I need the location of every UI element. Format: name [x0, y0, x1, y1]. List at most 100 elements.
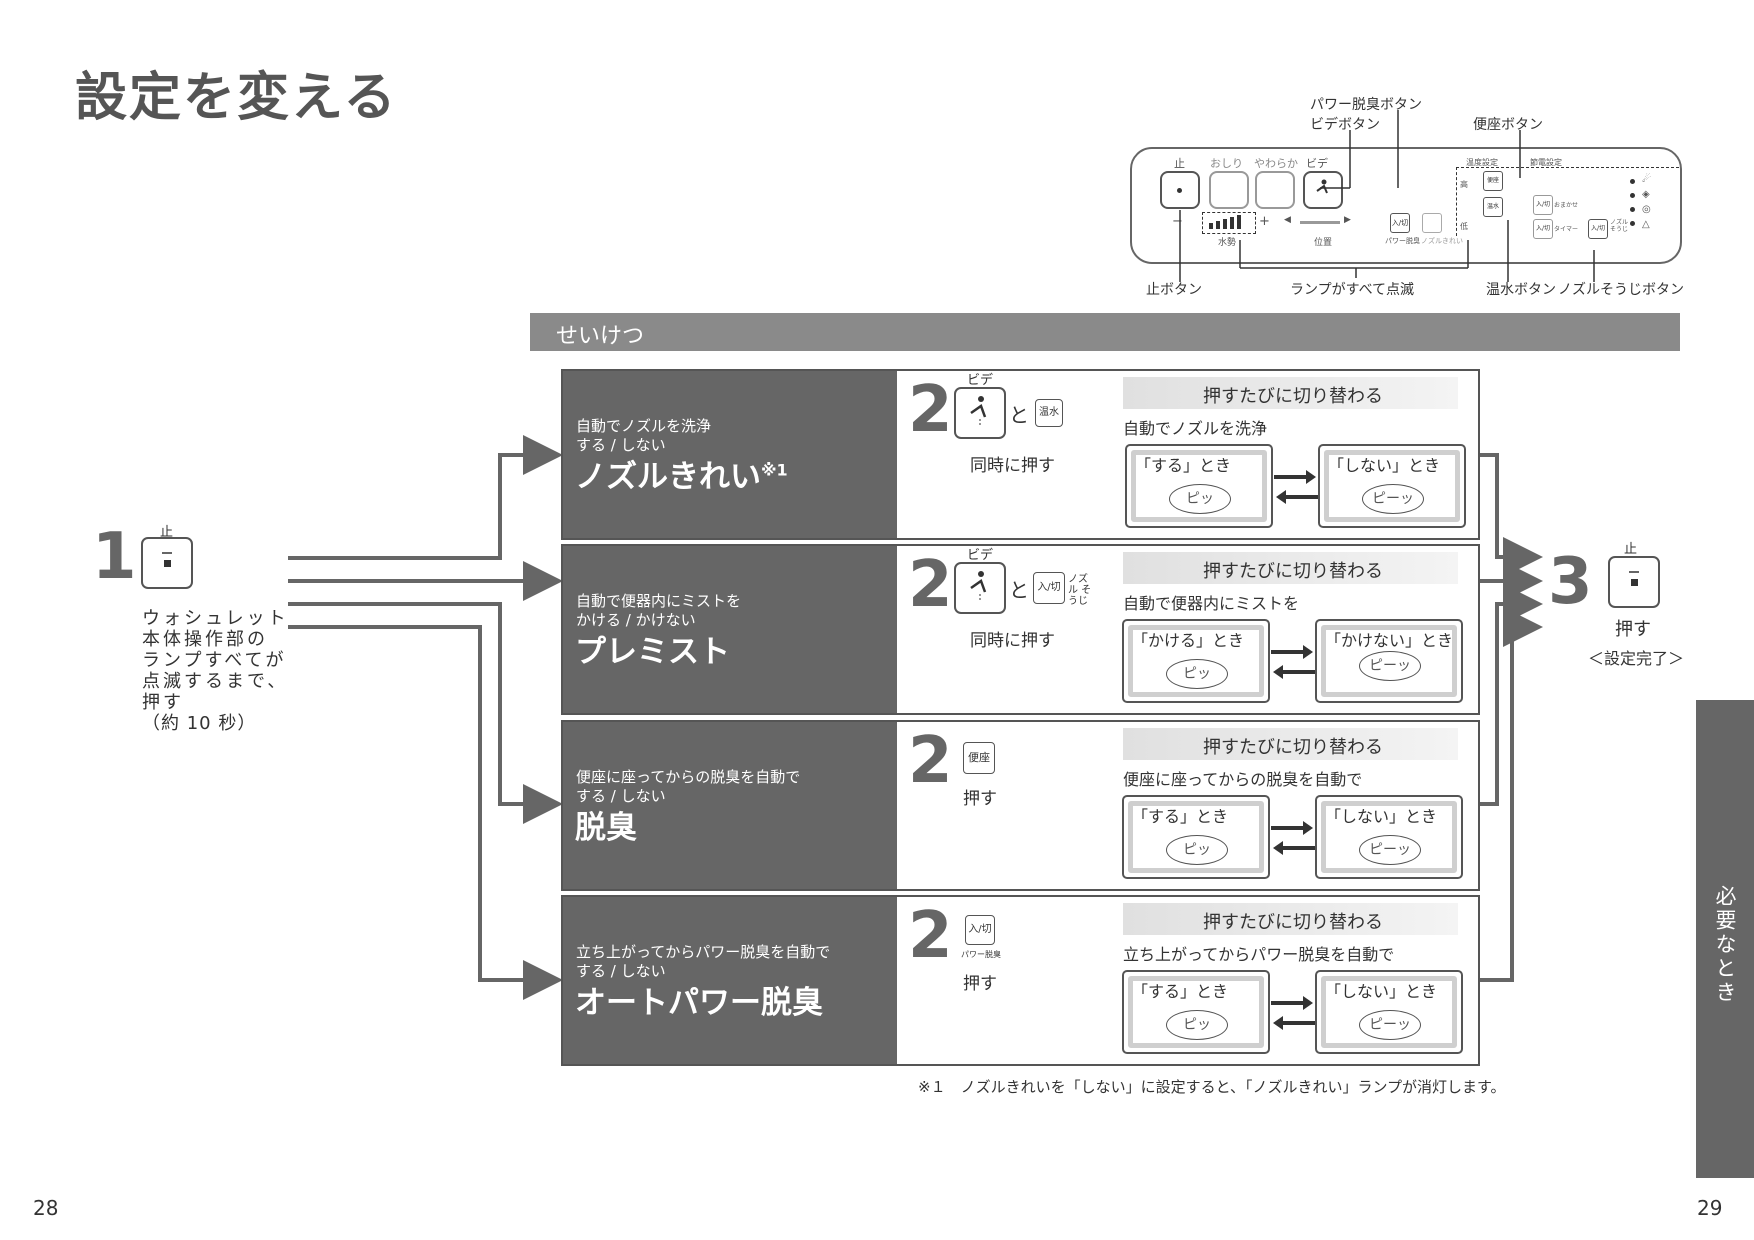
toggle-arrows-icon: [1271, 821, 1315, 855]
setting-row-nozzle-clean: 自動でノズルを洗浄する / しない ノズルきれい※1 2 ビデ と 温水 同時に…: [561, 369, 1480, 540]
section-title: せいけつ: [556, 324, 645, 349]
page-title: 設定を変える: [75, 68, 398, 128]
deodor-icon: ◈: [1642, 189, 1650, 200]
step-2-action: 同時に押す: [970, 456, 1055, 476]
panel-label-oshiri: おしり: [1210, 157, 1243, 170]
panel-nozzle-sub: ノズルきれい: [1421, 237, 1463, 245]
option-on: 「かける」ときピッ: [1122, 619, 1270, 703]
toggle-arrows-icon: [1274, 470, 1318, 504]
callout-nozzle-clean: ノズルそうじボタン: [1558, 282, 1684, 298]
power-deodor-button[interactable]: 入/切: [965, 915, 995, 945]
step-2-number: 2: [908, 373, 953, 447]
footnote: ※１ ノズルきれいを「しない」に設定すると、「ノズルきれい」ランプが消灯します。: [918, 1078, 1506, 1096]
step-3-number: 3: [1548, 545, 1593, 619]
option-on: 「する」ときピッ: [1125, 444, 1273, 528]
panel-power-sub: パワー脱臭: [1385, 237, 1420, 245]
panel-label-eco: 節電設定: [1530, 158, 1562, 167]
step-3-note: ＜設定完了＞: [1588, 649, 1685, 668]
switch-header: 押すたびに切り替わる: [1123, 728, 1458, 760]
panel-label-position: 位置: [1314, 238, 1333, 248]
switch-sub: 自動でノズルを洗浄: [1123, 419, 1268, 438]
panel-label-omakase: おまかせ: [1554, 202, 1579, 209]
option-off: 「しない」ときピーッ: [1315, 970, 1463, 1054]
step-3-stop-button[interactable]: [1608, 556, 1660, 608]
option-on: 「する」ときピッ: [1122, 795, 1270, 879]
step-1-instruction: ウォシュレット 本体操作部の ランプすべてが 点滅するまで、 押す （約 10 …: [142, 608, 289, 734]
bidet-button[interactable]: [954, 387, 1006, 439]
panel-label-bidet: ビデ: [1306, 157, 1328, 170]
step-1-number: 1: [92, 520, 137, 594]
nozzle-souji-label: ノズル そうじ: [1068, 574, 1092, 607]
beep-bubble: ピーッ: [1362, 484, 1424, 514]
step-2-number: 2: [908, 899, 953, 973]
row-desc: 便座に座ってからの脱臭を自動でする / しない: [576, 768, 801, 805]
switch-sub: 自動で便器内にミストを: [1123, 594, 1300, 613]
connector: と: [1009, 578, 1029, 602]
panel-water-button: 温水: [1483, 197, 1503, 217]
step-2-number: 2: [908, 724, 953, 798]
bidet-icon: [970, 396, 987, 425]
step-3-btn-label: 止: [1624, 542, 1638, 557]
seat-button[interactable]: 便座: [963, 742, 995, 774]
row-name: 脱臭: [575, 810, 637, 846]
panel-label-high: 高: [1460, 180, 1468, 189]
switch-header: 押すたびに切り替わる: [1123, 552, 1458, 584]
power-deodor-sub: パワー脱臭: [961, 950, 1001, 959]
bidet-button[interactable]: [954, 562, 1006, 614]
panel-nozzle-souji-button: 入/切: [1588, 219, 1608, 239]
bidet-label: ビデ: [967, 548, 994, 563]
side-tab[interactable]: 必要なとき: [1696, 700, 1754, 1178]
panel-bidet-button: [1303, 171, 1343, 209]
panel-oshiri-button: [1209, 171, 1249, 209]
switch-sub: 立ち上がってからパワー脱臭を自動で: [1123, 945, 1395, 964]
toggle-arrows-icon: [1271, 645, 1315, 679]
row-name: オートパワー脱臭: [575, 985, 823, 1021]
panel-label-nozzle-souji: ノズル そうじ: [1610, 219, 1629, 233]
panel-label-water-force: 水勢: [1218, 238, 1237, 248]
eco-icon: ◎: [1642, 204, 1651, 215]
panel-nozzle-button: [1422, 213, 1442, 233]
step-1-stop-button[interactable]: [141, 537, 193, 589]
callout-bidet: ビデボタン: [1310, 117, 1380, 133]
option-off: 「しない」ときピーッ: [1315, 795, 1463, 879]
panel-label-temp: 温度設定: [1466, 158, 1498, 167]
nozzle-clean-onoff-button[interactable]: 入/切: [1033, 572, 1065, 604]
panel-label-low: 低: [1460, 222, 1468, 231]
panel-power-button: 入/切: [1390, 213, 1410, 233]
option-off: 「しない」ときピーッ: [1318, 444, 1466, 528]
connector: と: [1009, 403, 1029, 427]
section-header: せいけつ: [530, 313, 1680, 351]
step-3-action: 押す: [1615, 619, 1651, 640]
row-desc: 自動でノズルを洗浄する / しない: [576, 417, 712, 454]
row-desc: 自動で便器内にミストをかける / かけない: [576, 592, 742, 629]
callout-lamps: ランプがすべて点滅: [1290, 282, 1415, 298]
panel-yawaraka-button: [1255, 171, 1295, 209]
drop-icon: △: [1642, 219, 1650, 230]
switch-sub: 便座に座ってからの脱臭を自動で: [1123, 770, 1363, 789]
side-tab-label: 必要なとき: [1713, 885, 1737, 1005]
step-2-action: 押す: [963, 974, 997, 994]
page-number-right: 29: [1697, 1196, 1723, 1220]
callout-water-temp: 温水ボタン: [1486, 282, 1556, 298]
level-bars-icon: [1209, 215, 1241, 229]
bidet-icon: [970, 571, 987, 600]
step-2-action: 押す: [963, 789, 997, 809]
panel-label-yawaraka: やわらか: [1254, 157, 1298, 170]
panel-label-timer: タイマー: [1554, 226, 1579, 233]
setting-row-deodor: 便座に座ってからの脱臭を自動でする / しない 脱臭 2 便座 押す 押すたびに…: [561, 720, 1480, 891]
beep-bubble: ピーッ: [1359, 1010, 1421, 1040]
beep-bubble: ピッ: [1169, 484, 1231, 514]
beep-bubble: ピーッ: [1359, 651, 1421, 681]
beep-bubble: ピーッ: [1359, 835, 1421, 865]
step-2-number: 2: [908, 548, 953, 622]
position-slider: [1300, 221, 1340, 224]
callout-power-deodor: パワー脱臭ボタン: [1310, 97, 1422, 113]
step-1-btn-label: 止: [160, 525, 174, 540]
beep-bubble: ピッ: [1166, 659, 1228, 689]
setting-row-premist: 自動で便器内にミストをかける / かけない プレミスト 2 ビデ と 入/切 ノ…: [561, 544, 1480, 715]
beep-bubble: ピッ: [1166, 835, 1228, 865]
water-temp-button[interactable]: 温水: [1035, 399, 1063, 427]
panel-eco-omakase-button: 入/切: [1533, 195, 1553, 215]
mist-icon: ☄: [1642, 174, 1651, 185]
